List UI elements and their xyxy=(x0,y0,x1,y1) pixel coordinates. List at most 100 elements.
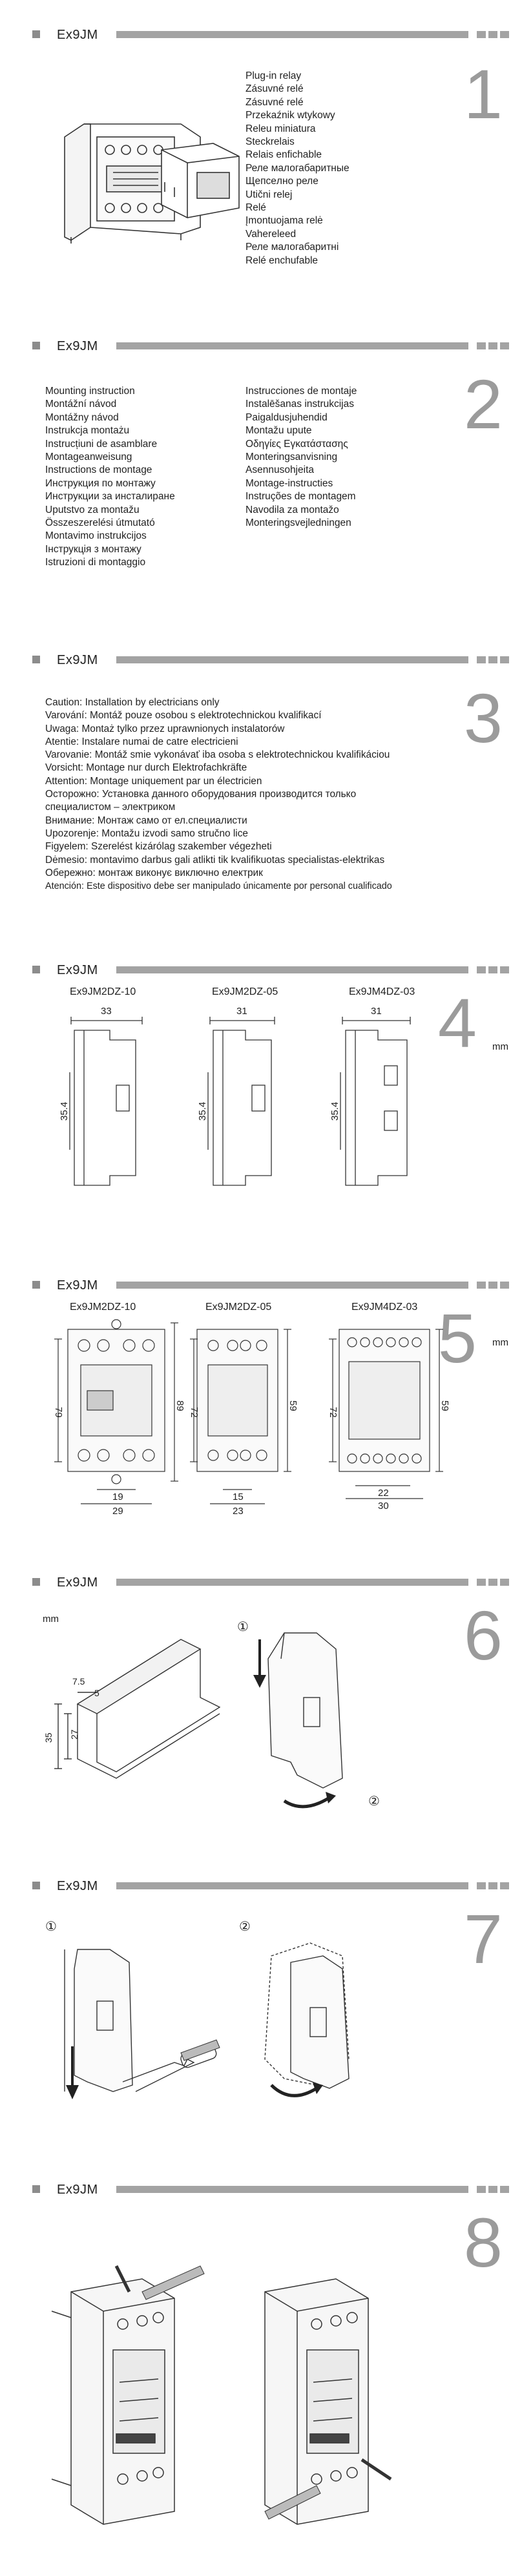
dim-width: 19 xyxy=(112,1491,123,1502)
dim-width: 31 xyxy=(371,1006,382,1017)
mounting-title: Instructions de montage xyxy=(45,464,152,476)
model-label: Ex9JM xyxy=(57,1575,98,1590)
dimension-drawing-front: 79 89 19 29 72 59 15 23 72 59 22 30 xyxy=(53,1319,450,1517)
section-7: Ex9JM 7 ① ② xyxy=(0,1878,522,2130)
screwdriver-icon xyxy=(264,2485,321,2520)
dim-width: 31 xyxy=(236,1006,247,1017)
section-number: 8 xyxy=(463,2203,503,2281)
dim-height: 59 xyxy=(439,1400,450,1411)
caution-line: Upozorenje: Montažu izvodi samo stručno … xyxy=(45,827,248,839)
wire-connection-drawing-left xyxy=(51,2265,205,2525)
header-square xyxy=(32,30,40,38)
rail-dim: 5 xyxy=(94,1688,99,1698)
caution-line: Обережно: монтаж виконує виключно електр… xyxy=(45,867,263,878)
section-2: Ex9JM 2 Mounting instruction Montážní ná… xyxy=(0,338,522,623)
dim-width: 29 xyxy=(112,1506,123,1517)
caution-line: Attention: Montage uniquement par un éle… xyxy=(45,775,262,787)
product-name: Zásuvné relé xyxy=(245,83,304,95)
caution-list: Caution: Installation by electricians on… xyxy=(45,696,392,893)
section-number: 5 xyxy=(437,1299,477,1377)
step-marker-2: ② xyxy=(239,1920,251,1934)
mounting-title: Instrukcja montażu xyxy=(45,425,130,437)
mounting-title: Інструкція з монтажу xyxy=(45,543,141,555)
product-name: Vahereleed xyxy=(245,228,297,240)
model-label: Ex9JM xyxy=(57,653,98,667)
wire-icon xyxy=(114,2265,131,2293)
step-marker-1: ① xyxy=(45,1920,57,1934)
mounting-title: Montažu upute xyxy=(245,425,312,437)
dim-height: 72 xyxy=(328,1407,339,1418)
relay-removal-step-1 xyxy=(64,1949,220,2099)
mounting-title: Instalēšanas instrukcijas xyxy=(245,399,354,410)
relay-model-caption: Ex9JM2DZ-05 xyxy=(212,986,278,997)
section-number: 7 xyxy=(463,1900,503,1978)
mounting-title: Istruzioni di montaggio xyxy=(45,557,146,568)
caution-line: Uwaga: Montaż tylko przez uprawnionych i… xyxy=(45,723,285,734)
caution-line: Внимание: Монтаж само от ел.специалисти xyxy=(45,815,247,826)
product-name-list: Plug-in relay Zásuvné relé Zásuvné relé … xyxy=(245,70,350,267)
unit-label: mm xyxy=(492,1337,508,1348)
rotate-arrow-icon xyxy=(283,1796,331,1809)
screwdriver-icon xyxy=(141,2265,205,2300)
mounting-title: Montageanweisung xyxy=(45,452,132,463)
wire-connection-drawing-right xyxy=(264,2278,392,2525)
product-name: Plug-in relay xyxy=(245,70,302,81)
section-6: Ex9JM 6 mm 7.5 5 35 27 ① ② xyxy=(0,1575,522,1833)
section-header: Ex9JM xyxy=(32,2182,510,2197)
product-name: Relé enchufable xyxy=(245,254,318,266)
caution-line: Dėmesio: montavimo darbus gali atlikti t… xyxy=(45,854,385,866)
product-name: Реле малогабаритные xyxy=(245,162,350,174)
dim-height: 35.4 xyxy=(329,1102,340,1121)
product-name: Utični relej xyxy=(245,189,293,200)
model-label: Ex9JM xyxy=(57,963,98,977)
relay-model-caption: Ex9JM4DZ-03 xyxy=(349,986,415,997)
product-name: Реле малогабаритні xyxy=(245,242,339,253)
step-marker-2: ② xyxy=(368,1794,380,1809)
rotate-arrow-icon xyxy=(270,2084,318,2097)
section-number: 6 xyxy=(463,1596,503,1674)
arrow-down-icon xyxy=(66,2046,79,2099)
section-4: Ex9JM 4 mm Ex9JM2DZ-10 Ex9JM2DZ-05 Ex9JM… xyxy=(0,962,522,1195)
section-header: Ex9JM xyxy=(32,1278,510,1293)
mounting-title: Montážní návod xyxy=(45,399,117,410)
dim-width: 22 xyxy=(378,1488,389,1499)
relay-model-caption: Ex9JM2DZ-05 xyxy=(205,1302,272,1313)
section-header: Ex9JM xyxy=(32,652,510,667)
dim-width: 33 xyxy=(101,1006,112,1017)
product-name: Przekaźnik wtykowy xyxy=(245,110,335,121)
mounting-title: Инструкция по монтажу xyxy=(45,477,156,489)
section-3: Ex9JM 3 Caution: Installation by electri… xyxy=(0,652,522,911)
rail-dim: 27 xyxy=(69,1729,79,1740)
product-name: Zásuvné relé xyxy=(245,96,304,108)
section-number: 3 xyxy=(463,679,503,757)
model-label: Ex9JM xyxy=(57,1278,98,1293)
dim-height: 59 xyxy=(287,1400,298,1411)
mounting-title: Monteringsanvisning xyxy=(245,452,338,463)
section-header: Ex9JM xyxy=(32,338,510,353)
section-5: Ex9JM 5 mm Ex9JM2DZ-10 Ex9JM2DZ-05 Ex9JM… xyxy=(0,1278,522,1523)
caution-line: Varovanie: Montáž smie vykonávať iba oso… xyxy=(45,749,390,761)
mounting-title: Instrucțiuni de asamblare xyxy=(45,438,158,450)
section-8: Ex9JM 8 xyxy=(0,2182,522,2570)
caution-line: Varování: Montáž pouze osobou s elektrot… xyxy=(45,710,322,722)
rail-dim: 35 xyxy=(43,1732,54,1743)
plug-in-relay-illustration xyxy=(64,123,240,244)
dim-height: 72 xyxy=(189,1407,200,1418)
caution-line: Figyelem: Szerelést kizárólag szakember … xyxy=(45,841,272,853)
din-rail-drawing: 7.5 5 35 27 xyxy=(43,1639,221,1779)
step-marker-1: ① xyxy=(237,1620,249,1634)
arrow-down-icon xyxy=(253,1639,266,1688)
mounting-title: Paigaldusjuhendid xyxy=(245,411,328,423)
product-name: Releu miniatura xyxy=(245,123,316,134)
dim-height: 89 xyxy=(174,1400,185,1411)
dim-height: 79 xyxy=(53,1407,64,1418)
product-name: Įmontuojama relė xyxy=(245,215,323,227)
caution-line: специалистом – электриком xyxy=(45,802,176,813)
section-header: Ex9JM xyxy=(32,962,510,977)
relay-model-caption: Ex9JM2DZ-10 xyxy=(70,1302,136,1313)
dimension-drawing-side: 33 31 31 35.4 35.4 35.4 xyxy=(59,1006,411,1186)
unit-label: mm xyxy=(492,1041,508,1052)
mounting-title: Asennusohjeita xyxy=(245,464,314,476)
caution-line: Atención: Este dispositivo debe ser mani… xyxy=(45,881,392,892)
dim-width: 30 xyxy=(378,1501,389,1511)
